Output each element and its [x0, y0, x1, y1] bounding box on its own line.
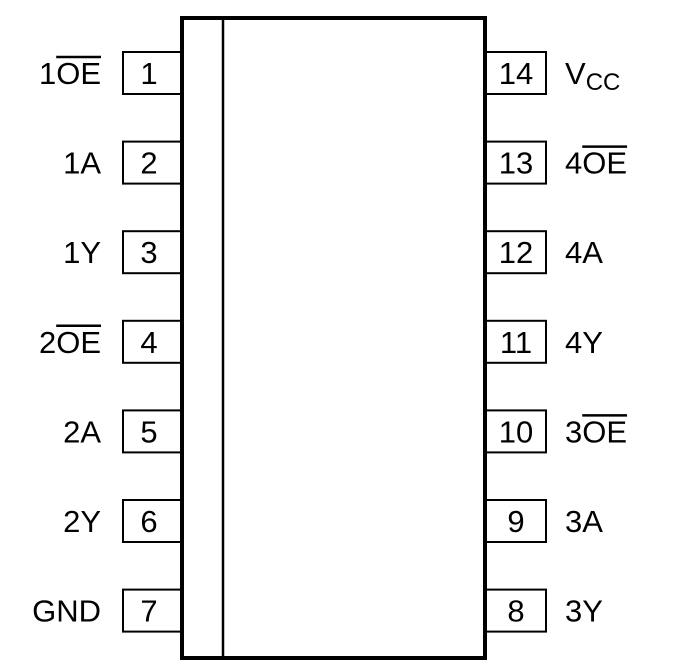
- pin-13: 13 4OE: [484, 140, 628, 185]
- pin-box: [122, 51, 183, 95]
- pin-label-left-6: 2Y: [63, 504, 101, 539]
- pin-box: [122, 588, 183, 633]
- pin-label-main: OE: [56, 325, 101, 360]
- pin-number: 11: [500, 325, 532, 360]
- pin-box: [122, 409, 183, 454]
- pin-box: [122, 230, 183, 275]
- pin-10: 10 3OE: [484, 409, 628, 454]
- pin-label-right-6: 3A: [565, 504, 603, 539]
- ic-body: [180, 16, 487, 660]
- pin-label-prefix: 3: [565, 414, 582, 449]
- pin-number: 12: [499, 235, 533, 270]
- pin-label-left-2: 1A: [63, 146, 101, 181]
- pin-8: 8 3Y: [484, 588, 603, 633]
- pin-11: 11 4Y: [484, 319, 603, 364]
- pin-label-left-5: 2A: [63, 414, 101, 449]
- pin-box: [484, 319, 547, 364]
- pin-number: 10: [499, 414, 533, 449]
- pin-box: [122, 319, 183, 364]
- pin-label-main: GND: [32, 594, 101, 629]
- pin-box: [484, 499, 547, 543]
- pin-number: 1: [140, 56, 157, 91]
- pin-box: [122, 140, 183, 185]
- pin-number: 14: [499, 56, 533, 91]
- pin-label-right-2: 4OE: [565, 146, 627, 181]
- pin-label-left-3: 1Y: [63, 235, 101, 270]
- pin-number: 4: [140, 325, 157, 360]
- pin-7: 7 GND: [32, 588, 183, 633]
- pin-number: 2: [140, 146, 157, 181]
- pin-box: [484, 588, 547, 633]
- pin-label-main: OE: [582, 146, 627, 181]
- pin-6: 6 2Y: [63, 499, 183, 543]
- pin-label-main: OE: [582, 414, 627, 449]
- pin-label-right-7: 3Y: [565, 594, 603, 629]
- pin-2: 2 1A: [63, 140, 183, 185]
- pin-box: [484, 230, 547, 275]
- pin-label-main: 4Y: [565, 325, 603, 360]
- pin-label-main: 2A: [63, 414, 101, 449]
- pin-box: [484, 409, 547, 454]
- pin-number: 3: [140, 235, 157, 270]
- pin-number: 6: [140, 504, 157, 539]
- pin-number: 8: [507, 594, 524, 629]
- pin-label-main: 4A: [565, 235, 603, 270]
- pin-label-main: V: [565, 56, 586, 91]
- pin-label-prefix: 2: [39, 325, 56, 360]
- pin-label-right-3: 4A: [565, 235, 603, 270]
- pin-label-main: OE: [56, 56, 101, 91]
- pin-number: 13: [499, 146, 533, 181]
- pin-label-main: 3Y: [565, 594, 603, 629]
- pin-label-prefix: 4: [565, 146, 582, 181]
- pin-label-right-1: VCC: [565, 56, 620, 96]
- pin-label-right-4: 4Y: [565, 325, 603, 360]
- pin-14: 14 VCC: [484, 51, 620, 96]
- pin-label-left-7: GND: [32, 594, 101, 629]
- pin-label-main: 3A: [565, 504, 603, 539]
- pin-label-main: 1A: [63, 146, 101, 181]
- pin-label-main: 2Y: [63, 504, 101, 539]
- pin-5: 5 2A: [63, 409, 183, 454]
- pin-label-right-5: 3OE: [565, 414, 627, 449]
- pin-number: 5: [140, 414, 157, 449]
- pin-label-main: 1Y: [63, 235, 101, 270]
- pin-box: [122, 499, 183, 543]
- pin-3: 3 1Y: [63, 230, 183, 275]
- pin-label-prefix: 1: [39, 56, 56, 91]
- pin-label-left-4: 2OE: [39, 325, 101, 360]
- pin-label-subscript: CC: [586, 69, 621, 96]
- pin-box: [484, 140, 547, 185]
- pin-number: 9: [507, 504, 524, 539]
- pin-9: 9 3A: [484, 499, 603, 543]
- pin-12: 12 4A: [484, 230, 603, 275]
- pin-box: [484, 51, 547, 95]
- pin-number: 7: [140, 594, 157, 629]
- pin-4: 4 2OE: [39, 319, 183, 364]
- pin-label-left-1: 1OE: [39, 56, 101, 91]
